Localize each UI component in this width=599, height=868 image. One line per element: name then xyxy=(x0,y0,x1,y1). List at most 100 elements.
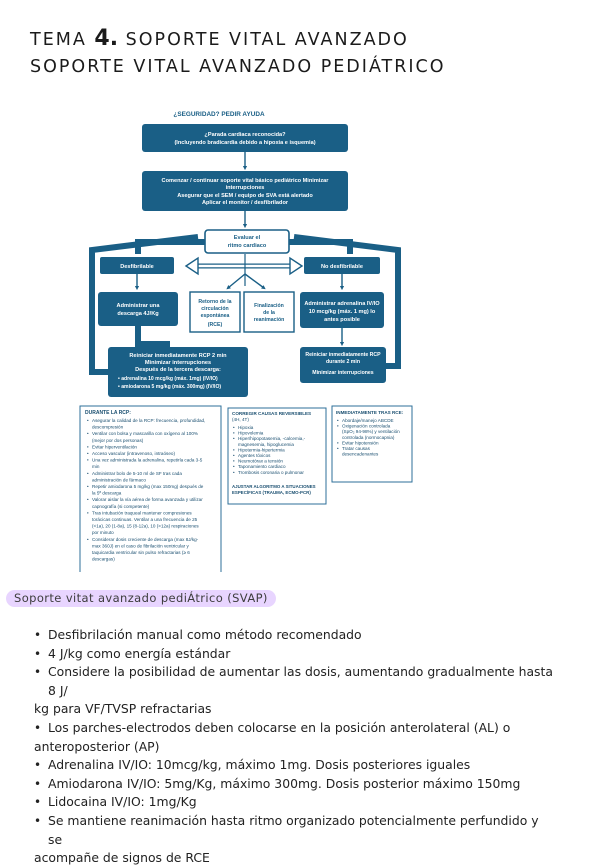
bullet-mark: • xyxy=(87,484,89,489)
panel-line: min xyxy=(92,464,100,469)
start-line-3: Asegurar que el SEM / equipo de SVA está… xyxy=(177,193,313,199)
adr-line-3: antes posible xyxy=(324,317,360,323)
panel-line: magnesemia, hipoglucemia xyxy=(238,442,294,447)
section-label: Soporte vitat avanzado pediÁtrico (SVAP) xyxy=(6,590,276,607)
bullet-mark: • xyxy=(233,425,235,430)
rosc-line-4: (RCE) xyxy=(208,322,223,328)
cpr-right-line-1: Reiniciar inmediatamente RCP xyxy=(305,352,381,358)
causes-title: CORREGIR CAUSAS REVERSIBLES xyxy=(232,411,311,416)
reversible-causes-panel xyxy=(227,407,327,505)
panel-line: max 360J) en el caso de fibrilación vent… xyxy=(92,543,189,548)
non-shockable-label: No desfibrilable xyxy=(321,264,363,270)
bullet-item: Se mantiene reanimación hasta ritmo orga… xyxy=(34,812,554,849)
page-title: TEMA 4. SOPORTE VITAL AVANZADO xyxy=(30,26,409,51)
bullet-item: Adrenalina IV/IO: 10mcg/kg, máximo 1mg. … xyxy=(34,756,554,775)
start-line-2: interrupciones xyxy=(226,185,265,191)
bullet-mark: • xyxy=(337,440,339,445)
bullet-mark: • xyxy=(87,418,89,423)
causes-subtitle: (4H, 4T) xyxy=(232,417,249,422)
title-number: 4. xyxy=(94,26,119,51)
bullet-mark: • xyxy=(233,470,235,475)
bullet-mark: • xyxy=(233,447,235,452)
title-prefix: TEMA xyxy=(30,30,87,50)
bullet-mark: • xyxy=(337,446,339,451)
after-title: INMEDIATAMENTE TRAS RCE: xyxy=(336,410,404,415)
bullet-mark: • xyxy=(233,436,235,441)
bullet-mark: • xyxy=(87,471,89,476)
cpr-left-line-4: • adrenalina 10 mcg/kg (máx. 1mg) (IV/IO… xyxy=(118,376,218,382)
bullet-continuation: anteroposterior (AP) xyxy=(34,738,160,754)
panel-line: Acceso vascular (intravenoso, intraóseo) xyxy=(92,451,175,456)
panel-line: Hiper/hipopotasemia, -calcemia,- xyxy=(238,436,306,441)
panel-line: Abordaje/manejo ABCDE xyxy=(342,418,394,423)
during-cpr-list: Asegurar la calidad de la RCP: frecuenci… xyxy=(87,418,205,562)
reversible-causes-list: Hipoxia•Hipovolemia•Hiper/hipopotasemia,… xyxy=(233,425,306,475)
panel-line: Evitar hiperventilación xyxy=(92,444,137,449)
shock-line-2: descarga 4J/Kg xyxy=(117,311,159,317)
bullet-mark: • xyxy=(87,451,89,456)
causes-adjust-2: ESPECÍFICAS (TRAUMA, ECMO-PCR) xyxy=(232,490,311,495)
panel-line: Valorar aislar la vía aérea de forma ava… xyxy=(92,497,203,502)
during-cpr-panel xyxy=(79,405,222,572)
panel-line: Asegurar la calidad de la RCP: frecuenci… xyxy=(92,418,205,423)
panel-line: Taponamiento cardiaco xyxy=(238,464,286,469)
bullet-mark: • xyxy=(87,510,89,515)
shockable-label: Desfibrilable xyxy=(120,264,154,270)
non-shockable-box xyxy=(304,257,380,274)
bullet-item: Considere la posibilidad de aumentar las… xyxy=(34,663,554,700)
panel-line: Ventilar con bolsa y mascarilla con oxíg… xyxy=(92,431,198,436)
cpr-right-line-3: Minimizar interrupciones xyxy=(312,370,374,376)
panel-line: administración de fármaco xyxy=(92,477,146,482)
end-line-2: de la xyxy=(263,310,275,316)
panel-line: desencadenantes xyxy=(342,452,379,457)
panel-line: descompresión xyxy=(92,425,124,430)
start-line-1: Comenzar / continuar soporte vital básic… xyxy=(162,178,330,184)
panel-line: (SpO₂ 94-98%) y ventilación xyxy=(342,429,400,434)
cpr-right-line-2: durante 2 min xyxy=(326,359,360,365)
panel-line: (mejor por dos personas) xyxy=(92,438,144,443)
panel-line: Una vez administrada la adrenalina, repe… xyxy=(92,458,203,463)
cpr-left-line-3: Después de la tercera descarga: xyxy=(135,367,221,373)
cpr-left-line-5: • amiodarona 5 mg/kg (máx. 300mg) (IV/IO… xyxy=(118,384,221,390)
evaluate-rhythm-box xyxy=(204,229,290,254)
panel-line: Trombosis coronaria o pulmonar xyxy=(238,470,304,475)
causes-adjust-1: AJUSTAR ALGORITMO A SITUACIONES xyxy=(232,484,316,489)
arrest-line-2: (Incluyendo bradicardia debido a hipoxia… xyxy=(174,140,315,146)
rosc-box xyxy=(189,291,241,333)
bullet-mark: • xyxy=(337,424,339,429)
arrest-box xyxy=(142,124,348,152)
panel-line: Repetir amiodarona 5 mg/kg (max 150mg) d… xyxy=(92,484,204,489)
title-text: SOPORTE VITAL AVANZADO xyxy=(125,30,409,50)
bullet-mark: • xyxy=(87,431,89,436)
after-rosc-panel xyxy=(331,405,413,483)
panel-line: taquicardia ventricular sin pulso refrac… xyxy=(92,550,190,555)
bullet-continuation: kg para VF/TVSP refractarias xyxy=(34,701,212,717)
adr-line-1: Administrar adrenalina IV/IO xyxy=(304,301,380,307)
panel-line: Hipoxia xyxy=(238,425,254,430)
panel-line: Oxigenación controlada xyxy=(342,424,391,429)
cpr-left-line-2: Minimizar interrupciones xyxy=(145,360,211,366)
panel-line: Neumotórax a tensión xyxy=(238,459,283,464)
rosc-line-3: espontánea xyxy=(201,313,230,319)
bullet-item: Desfibrilación manual como método recome… xyxy=(34,626,554,645)
rosc-line-1: Retorno de la xyxy=(198,299,231,305)
during-title: DURANTE LA RCP: xyxy=(85,410,131,416)
bullet-continuation: acompañe de signos de RCE xyxy=(34,850,210,866)
shockable-box xyxy=(100,257,174,274)
panel-line: Tras intubación traqueal mantener compre… xyxy=(92,510,192,515)
bullet-item: Amiodarona IV/IO: 5mg/Kg, máximo 300mg. … xyxy=(34,775,554,794)
panel-line: Considerar dosis creciente de descarga (… xyxy=(92,537,199,542)
end-line-1: Finalización xyxy=(254,303,284,309)
shock-line-1: Administrar una xyxy=(117,303,161,309)
panel-line: Administrar bolo de 5-10 ml de SF tras c… xyxy=(92,471,182,476)
svap-bullet-list: Desfibrilación manual como método recome… xyxy=(34,626,554,868)
safety-label: ¿SEGURIDAD? PEDIR AYUDA xyxy=(173,111,265,118)
bullet-mark: • xyxy=(233,453,235,458)
end-resuscitation-box xyxy=(243,291,295,333)
bullet-mark: • xyxy=(87,444,89,449)
panel-line: capnografía (si competente) xyxy=(92,504,150,509)
adrenaline-box xyxy=(300,292,384,328)
bullet-mark: • xyxy=(337,418,339,423)
panel-line: Hipovolemia xyxy=(238,431,264,436)
page-subtitle: SOPORTE VITAL AVANZADO PEDIÁTRICO xyxy=(30,57,446,77)
